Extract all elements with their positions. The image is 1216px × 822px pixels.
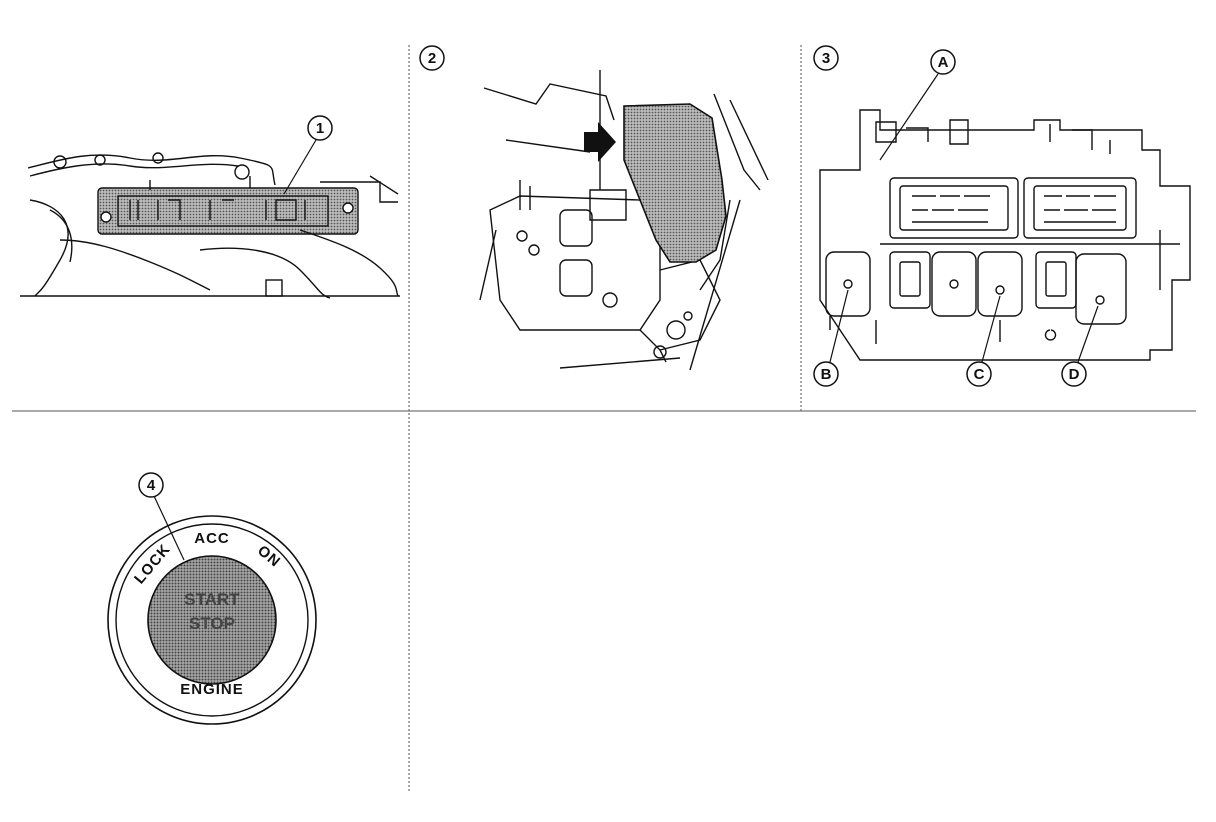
callout-C-label: C bbox=[974, 366, 985, 383]
panel-1-callout: 1 bbox=[283, 115, 333, 195]
callout-A-circle bbox=[930, 49, 956, 75]
panel-3-letter-callouts: A B C D bbox=[813, 49, 1099, 387]
callout-D-label: D bbox=[1069, 366, 1080, 383]
panel-3-callout: 3 bbox=[813, 45, 839, 71]
ring-label-acc: ACC bbox=[194, 530, 230, 547]
callout-4-circle bbox=[138, 472, 164, 498]
button-label-stop: STOP bbox=[189, 614, 235, 633]
callout-3-circle bbox=[813, 45, 839, 71]
pointer-arrow-icon bbox=[584, 122, 616, 162]
ring-label-engine: ENGINE bbox=[180, 681, 244, 698]
callout-3-label: 3 bbox=[822, 50, 830, 67]
callout-1-label: 1 bbox=[316, 120, 324, 137]
callout-4-label: 4 bbox=[147, 477, 156, 494]
button-label-start: START bbox=[184, 590, 240, 609]
callout-1-circle bbox=[307, 115, 333, 141]
callout-D-circle bbox=[1061, 361, 1087, 387]
panel-1-harness-illustration bbox=[20, 152, 400, 299]
panel-4-ignition-switch: START STOP LOCK ACC ON ENGINE 4 bbox=[107, 472, 317, 725]
callout-B-label: B bbox=[821, 366, 832, 383]
fuse-box-cover bbox=[623, 103, 727, 263]
control-unit-body bbox=[97, 187, 359, 235]
panel-dividers bbox=[12, 45, 1196, 792]
callout-2-label: 2 bbox=[428, 50, 436, 67]
callout-A-label: A bbox=[938, 54, 949, 71]
panel-3-relay-block-illustration bbox=[819, 109, 1191, 361]
callout-B-circle bbox=[813, 361, 839, 387]
callout-2-circle bbox=[419, 45, 445, 71]
callout-C-circle bbox=[966, 361, 992, 387]
start-stop-button bbox=[147, 555, 277, 685]
panel-2-callout: 2 bbox=[419, 45, 445, 71]
